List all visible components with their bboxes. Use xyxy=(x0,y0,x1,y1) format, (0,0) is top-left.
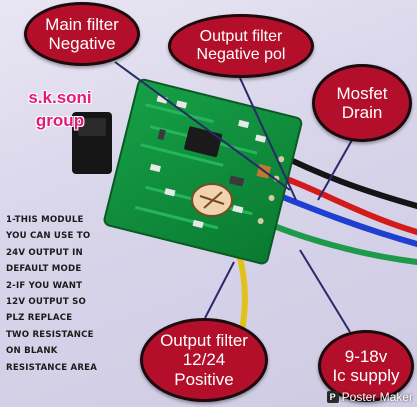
callout-line: Ic supply xyxy=(332,366,400,385)
brand-title: s.k.soni group xyxy=(8,87,112,133)
note-line: PLZ REPLACE xyxy=(6,313,73,324)
instruction-note: 1-THIS MODULE YOU CAN USE TO 24V OUTPUT … xyxy=(6,212,110,376)
output-filter-negative-callout: Output filter Negative pol xyxy=(168,14,314,78)
callout-line: Negative xyxy=(48,34,116,53)
callout-line: Drain xyxy=(341,103,383,122)
note-line: YOU CAN USE TO xyxy=(6,231,91,242)
note-line: 24V OUTPUT IN xyxy=(6,247,83,258)
note-line: ON BLANK xyxy=(6,346,58,357)
note-line: 2-IF YOU WANT xyxy=(6,280,83,291)
note-line: 12V OUTPUT SO xyxy=(6,297,86,308)
watermark-text: Poster Maker xyxy=(341,390,413,404)
callout-line: 9-18v xyxy=(344,346,388,366)
brand-line: s.k.soni xyxy=(28,88,92,107)
callout-line: Main filter xyxy=(45,14,119,34)
output-filter-positive-callout: Output filter 12/24 Positive xyxy=(140,318,268,402)
mosfet-drain-callout: Mosfet Drain xyxy=(312,64,412,142)
callout-line: Positive xyxy=(174,369,234,389)
note-line: TWO RESISTANCE xyxy=(6,329,94,340)
poster-maker-logo-icon: P xyxy=(326,391,339,403)
note-line: DEFAULT MODE xyxy=(6,264,82,275)
note-line: RESISTANCE AREA xyxy=(6,362,98,373)
callout-line: Output filter xyxy=(160,331,248,351)
note-line: 1-THIS MODULE xyxy=(6,215,84,225)
pointer-arrows xyxy=(114,61,353,333)
main-filter-negative-callout: Main filter Negative xyxy=(24,2,140,66)
ic-supply-callout: 9-18v Ic supply xyxy=(318,330,414,402)
blank-resistance-area xyxy=(191,183,233,217)
callout-line: 12/24 xyxy=(182,350,226,370)
callout-line: Output filter xyxy=(199,28,283,46)
watermark: P Poster Maker xyxy=(326,390,413,404)
heatsink-transistor xyxy=(72,112,112,174)
callout-line: Mosfet xyxy=(336,83,388,103)
brand-line: group xyxy=(35,110,85,130)
callout-line: Negative pol xyxy=(196,46,286,63)
pcb-board xyxy=(103,78,303,265)
